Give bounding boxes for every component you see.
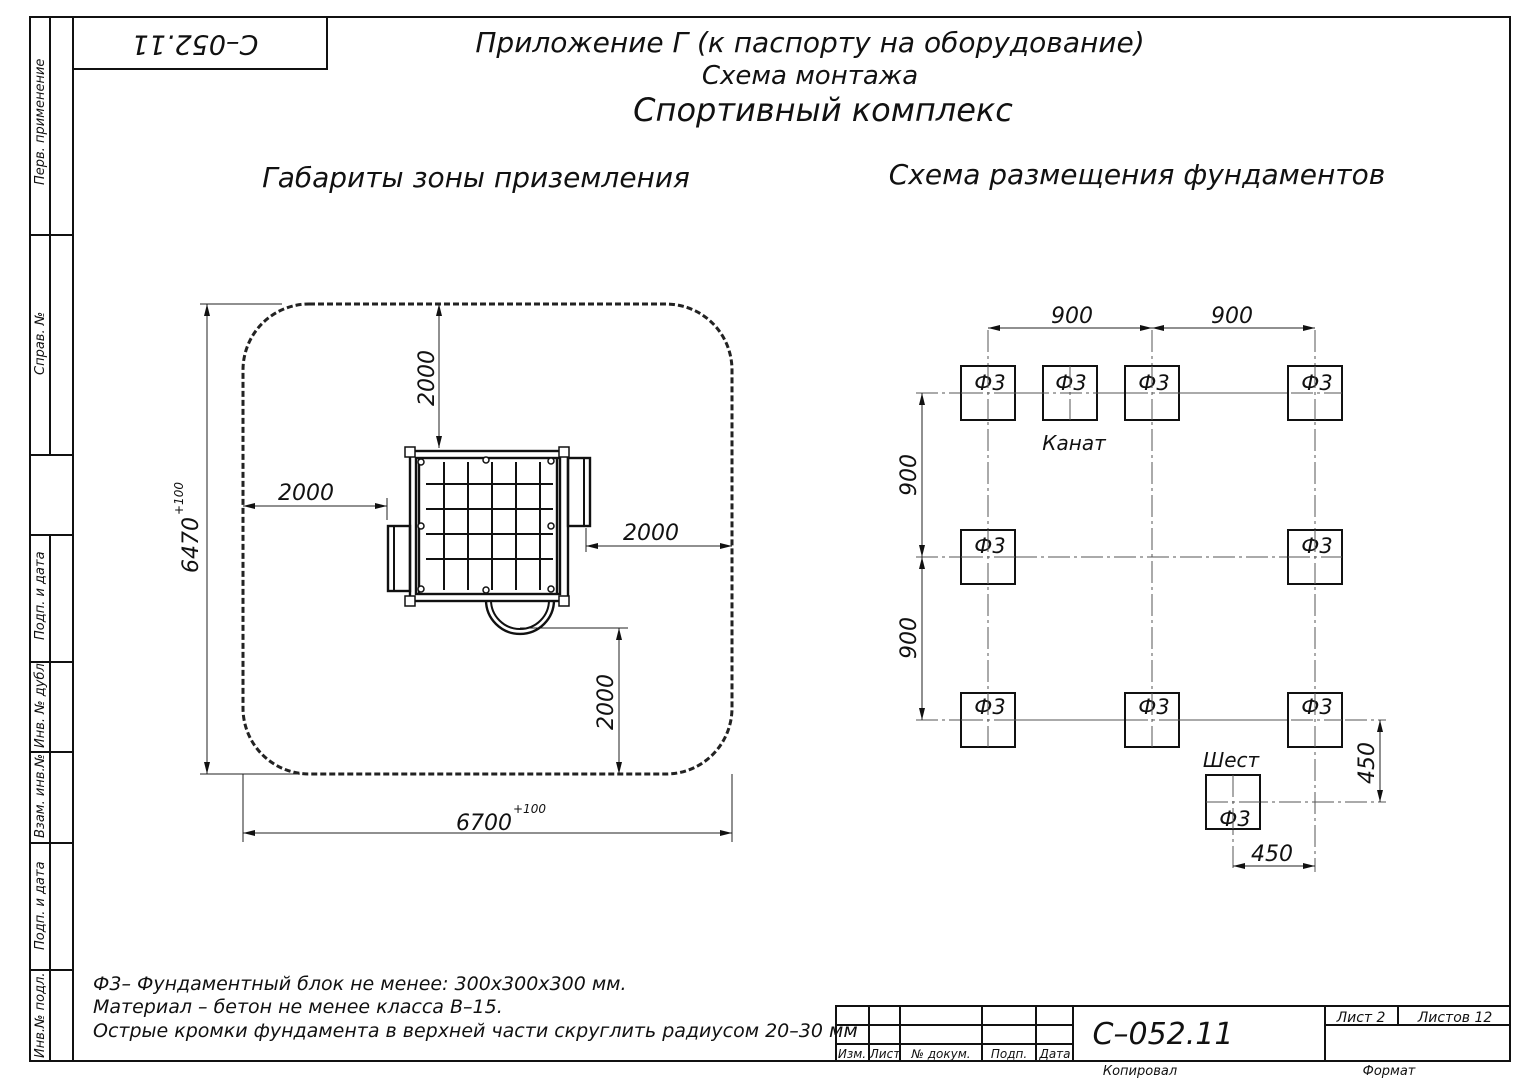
landing-zone-title: Габариты зоны приземления bbox=[262, 161, 690, 194]
header-line-3: Спортивный комплекс bbox=[633, 91, 1013, 129]
margin-label: Инв. № дубл. bbox=[33, 659, 48, 748]
foundation-block-label: Ф3 bbox=[974, 534, 1005, 558]
margin-label: Взам. инв.№ bbox=[33, 754, 48, 838]
margin-label: Инв.№ подл. bbox=[33, 972, 48, 1058]
margin-label: Перв. применение bbox=[33, 59, 48, 185]
note-line: Острые кромки фундамента в верхней части… bbox=[93, 1020, 858, 1042]
dim-zone-height: 6470 bbox=[179, 517, 204, 573]
dim-clearance-top: 2000 bbox=[415, 350, 440, 406]
header-line-1: Приложение Г (к паспорту на оборудование… bbox=[475, 26, 1144, 59]
margin-label: Подп. и дата bbox=[33, 551, 48, 640]
foundation-block-label: Ф3 bbox=[1138, 371, 1169, 395]
notes: Ф3– Фундаментный блок не менее: 300х300х… bbox=[93, 973, 858, 1042]
dim-zone-height-tol: +100 bbox=[172, 482, 186, 515]
foundation-layout-title: Схема размещения фундаментов bbox=[889, 158, 1385, 191]
dim-zone-width: 6700 bbox=[456, 811, 512, 836]
note-line: Ф3– Фундаментный блок не менее: 300х300х… bbox=[93, 973, 627, 995]
col-list: Лист bbox=[869, 1047, 901, 1061]
code-box-text: C–052.11 bbox=[132, 29, 259, 60]
block-centerlines bbox=[961, 366, 1342, 829]
title-block-sheets: Листов 12 bbox=[1417, 1010, 1493, 1026]
col-sign: Подп. bbox=[991, 1047, 1027, 1061]
foundation-block-label: Ф3 bbox=[1301, 534, 1332, 558]
col-doc: № докум. bbox=[910, 1047, 970, 1061]
landing-zone-view: Габариты зоны приземления 6470 +100 6700… bbox=[172, 161, 734, 842]
copied-label: Копировал bbox=[1103, 1064, 1177, 1079]
dim-offset-h: 450 bbox=[1251, 842, 1293, 867]
landing-zone-outline bbox=[241, 302, 734, 776]
header-line-2: Схема монтажа bbox=[702, 61, 918, 91]
col-izm: Изм. bbox=[838, 1047, 866, 1061]
foundation-block-label: Ф3 bbox=[974, 371, 1005, 395]
foundation-block-label: Ф3 bbox=[974, 695, 1005, 719]
dim-offset-v: 450 bbox=[1355, 742, 1380, 784]
dim-spacing-v1: 900 bbox=[897, 454, 922, 496]
format-label: Формат bbox=[1363, 1064, 1416, 1079]
rope-label: Канат bbox=[1042, 431, 1107, 455]
title-block: C–052.11 Лист 2 Листов 12 Изм. Лист № до… bbox=[835, 1005, 1511, 1079]
dim-clearance-right: 2000 bbox=[623, 521, 679, 546]
pole-label: Шест bbox=[1203, 748, 1261, 772]
code-box: C–052.11 bbox=[72, 16, 328, 70]
margin-label: Справ. № bbox=[33, 312, 48, 375]
dim-spacing-v2: 900 bbox=[897, 617, 922, 659]
sports-complex-plan bbox=[386, 446, 592, 636]
sheet-frame bbox=[29, 16, 1511, 1062]
dim-zone-width-tol: +100 bbox=[513, 802, 546, 816]
foundation-block-label: Ф3 bbox=[1301, 695, 1332, 719]
dim-spacing-1: 900 bbox=[1051, 304, 1093, 329]
dim-clearance-bottom: 2000 bbox=[594, 674, 619, 730]
dim-spacing-2: 900 bbox=[1211, 304, 1253, 329]
title-block-sheet: Лист 2 bbox=[1336, 1010, 1386, 1026]
foundation-block-label: Ф3 bbox=[1138, 695, 1169, 719]
foundation-block-label: Ф3 bbox=[1219, 807, 1250, 831]
dim-clearance-left: 2000 bbox=[278, 481, 334, 506]
foundation-layout-view: Схема размещения фундаментов 900 900 900… bbox=[889, 158, 1386, 872]
foundation-block-label: Ф3 bbox=[1301, 371, 1332, 395]
margin-label: Подп. и дата bbox=[33, 861, 48, 950]
header: Приложение Г (к паспорту на оборудование… bbox=[475, 26, 1144, 129]
foundation-block-label: Ф3 bbox=[1055, 371, 1086, 395]
title-block-code: C–052.11 bbox=[1093, 1017, 1234, 1052]
margin-stamp: Перв. применение Справ. № Подп. и дата И… bbox=[30, 17, 73, 1061]
note-line: Материал – бетон не менее класса В–15. bbox=[93, 996, 503, 1018]
col-date: Дата bbox=[1038, 1047, 1070, 1061]
